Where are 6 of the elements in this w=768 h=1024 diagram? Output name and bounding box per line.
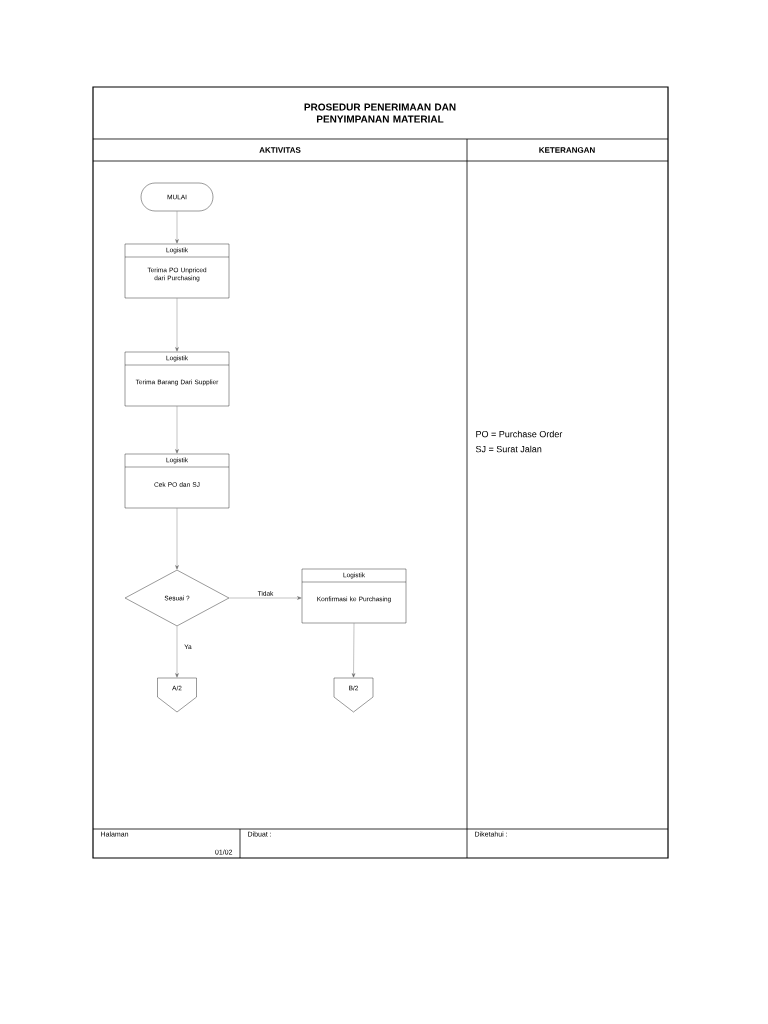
column-header: KETERANGAN (539, 147, 595, 153)
title: PROSEDUR PENERIMAAN DAN PENYIMPANAN MATERIAL (304, 103, 456, 123)
arrow (351, 623, 356, 678)
column-header: AKTIVITAS (259, 147, 301, 153)
note: SJ = Surat Jalan (475, 445, 542, 453)
note: PO = Purchase Order (476, 430, 563, 438)
